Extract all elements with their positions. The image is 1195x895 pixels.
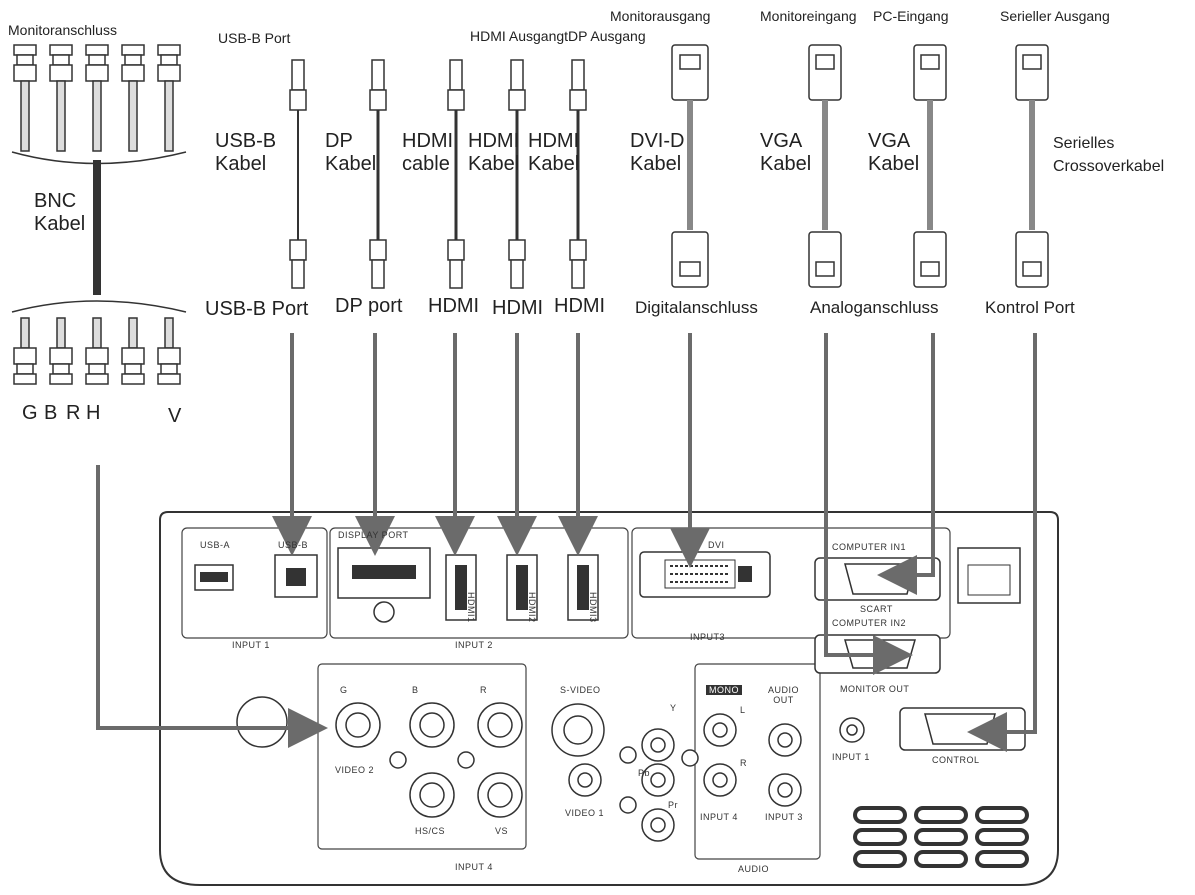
panel-dvi: DVI (708, 540, 725, 550)
panel-scart: SCART (860, 604, 893, 614)
serial-cable-label: Serielles Crossoverkabel (1053, 135, 1165, 176)
connection-arrows (96, 333, 1037, 752)
plug-cables (289, 59, 587, 289)
bnc-letter-r: R (66, 402, 81, 424)
bnc-letter-h: H (86, 402, 101, 424)
serieller-ausgang-label: Serieller Ausgang (1000, 8, 1110, 24)
panel-video2: VIDEO 2 (335, 765, 375, 775)
hdmi-cable-label: HDMI cable (402, 130, 454, 175)
usb-b-port-top-label: USB-B Port (218, 30, 291, 46)
panel-input-1-audio: INPUT 1 (832, 752, 870, 762)
monitoranschluss-label: Monitoranschluss (8, 22, 117, 38)
panel-hdmi3: HDMI3 (588, 592, 598, 623)
panel-audio: AUDIO (738, 864, 770, 874)
panel-hdmi1: HDMI1 (466, 592, 476, 623)
panel-computer-in2: COMPUTER IN2 (832, 618, 907, 628)
bnc-letter-v: V (168, 405, 182, 427)
dsub-cables (671, 44, 1049, 288)
hdmi-1-label: HDMI (428, 295, 480, 317)
panel-r-audio: R (740, 758, 747, 768)
panel-control: CONTROL (932, 755, 980, 765)
dp-cable-label: DP Kabel (325, 130, 377, 175)
audio-jacks[interactable] (703, 713, 865, 807)
panel-s-video: S-VIDEO (560, 685, 601, 695)
component-jacks[interactable] (335, 702, 523, 818)
panel-y: Y (670, 703, 677, 713)
panel-computer-in1: COMPUTER IN1 (832, 542, 907, 552)
hdmi-dp-ausgang-label: HDMI AusgangtDP Ausgang (470, 28, 646, 44)
vga-cable-1-label: VGA Kabel (760, 130, 812, 175)
panel-vs: VS (495, 826, 509, 836)
bnc-top-connectors (13, 44, 181, 152)
monitoreingang-label: Monitoreingang (760, 8, 857, 24)
vga-cable-2-label: VGA Kabel (868, 130, 920, 175)
panel-usb-b: USB-B (278, 540, 309, 550)
panel-display-port: DISPLAY PORT (338, 530, 409, 540)
usb-b-cable-label: USB-B Kabel (215, 130, 277, 175)
bnc-letter-b: B (44, 402, 58, 424)
panel-input2: INPUT 2 (455, 640, 493, 650)
usb-b-port-label: USB-B Port (205, 298, 309, 320)
bnc-cable-label: BNC Kabel (34, 190, 86, 235)
panel-usb-a: USB-A (200, 540, 231, 550)
dvi-d-cable-label: DVI-D Kabel (630, 130, 685, 175)
panel-audio-out: AUDIO OUT (768, 685, 800, 705)
kontrol-port-label: Kontrol Port (985, 298, 1075, 317)
vent-grille (853, 806, 1029, 868)
input-groups (181, 527, 951, 860)
panel-input-3-audio: INPUT 3 (765, 812, 803, 822)
monitorausgang-label: Monitorausgang (610, 8, 711, 24)
bnc-bottom-connectors (13, 317, 181, 385)
projector-panel-outline (159, 511, 1059, 886)
video-jacks[interactable] (551, 703, 699, 842)
panel-pb: Pb (638, 768, 651, 778)
panel-input4: INPUT 4 (455, 862, 493, 872)
panel-monitor-out: MONITOR OUT (840, 684, 910, 694)
panel-mono: MONO (706, 685, 742, 695)
hdmi-2-label: HDMI (492, 297, 544, 319)
analoganschluss-label: Analoganschluss (810, 298, 939, 317)
panel-pr: Pr (668, 800, 678, 810)
bnc-letter-g: G (22, 402, 38, 424)
panel-b: B (412, 685, 419, 695)
panel-input1: INPUT 1 (232, 640, 270, 650)
pc-eingang-label: PC-Eingang (873, 8, 949, 24)
dp-port-label: DP port (335, 295, 403, 317)
hdmi-kabel-2-label: HDMI Kabel (528, 130, 580, 175)
panel-hdmi2: HDMI2 (527, 592, 537, 623)
panel-r: R (480, 685, 487, 695)
panel-video1: VIDEO 1 (565, 808, 605, 818)
panel-l: L (740, 705, 746, 715)
panel-input3: INPUT3 (690, 632, 726, 642)
panel-input-4-audio: INPUT 4 (700, 812, 738, 822)
panel-g: G (340, 685, 348, 695)
panel-hs-cs: HS/CS (415, 826, 446, 836)
hdmi-kabel-1-label: HDMI Kabel (468, 130, 520, 175)
hdmi-3-label: HDMI (554, 295, 606, 317)
digitalanschluss-label: Digitalanschluss (635, 298, 758, 317)
